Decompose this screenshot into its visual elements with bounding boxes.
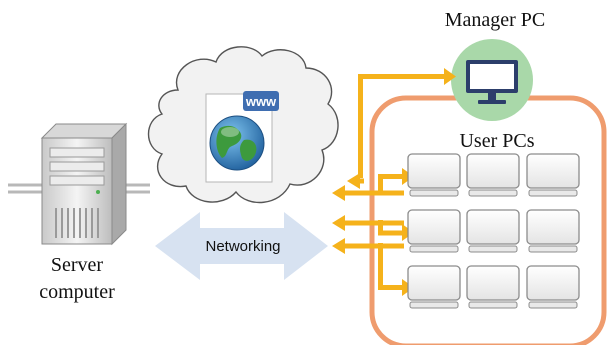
user-pc-icon <box>526 153 580 197</box>
manager-pc <box>451 39 533 121</box>
server-label-line2: computer <box>39 281 115 303</box>
www-badge-text: www <box>245 94 277 109</box>
server-label-line1: Server <box>50 254 104 276</box>
manager-pc-label: Manager PC <box>444 9 546 31</box>
user-pc-icon <box>466 209 520 253</box>
user-pc-icon <box>407 209 461 253</box>
connection-arrows <box>332 68 456 296</box>
user-pc-icon <box>526 265 580 309</box>
user-pc-icon <box>407 265 461 309</box>
user-pc-icon <box>526 209 580 253</box>
user-pc-icon <box>466 265 520 309</box>
server-icon <box>8 122 150 246</box>
monitor-icon <box>466 60 518 104</box>
server-computer-label: Server computer <box>22 252 132 306</box>
networking-label: Networking <box>205 238 281 255</box>
bidirectional-arrow-icon <box>155 212 328 280</box>
user-pc-grid <box>407 153 580 309</box>
user-pcs-label: User PCs <box>459 130 535 152</box>
globe-icon <box>209 115 265 171</box>
user-pc-icon <box>466 153 520 197</box>
user-pc-icon <box>407 153 461 197</box>
